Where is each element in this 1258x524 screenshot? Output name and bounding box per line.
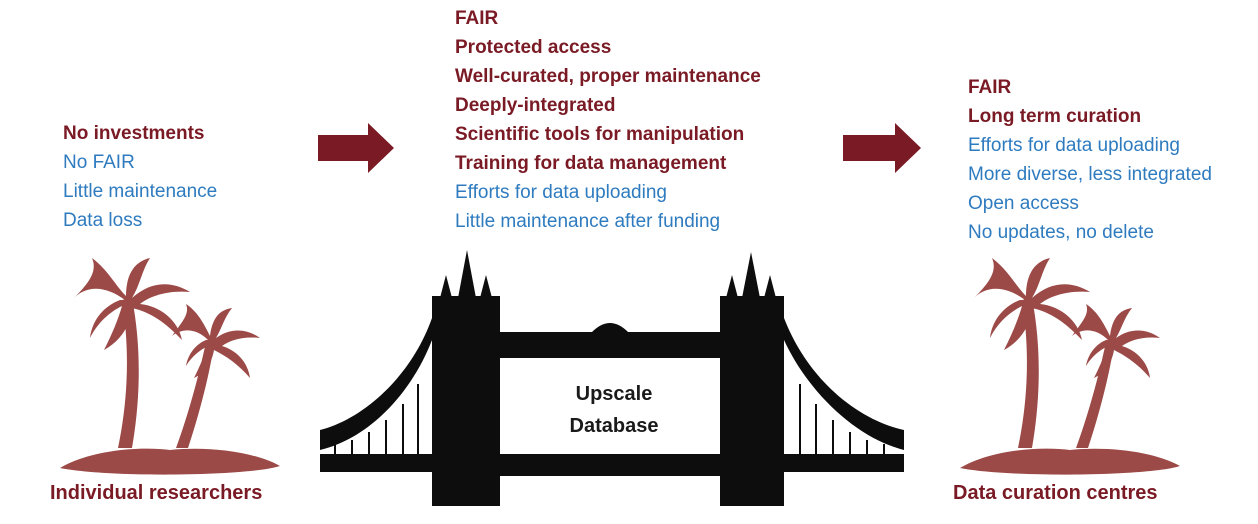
right-list-item: FAIR bbox=[968, 77, 1012, 98]
center-list-item: Well-curated, proper maintenance bbox=[455, 66, 761, 87]
center-list-item: Training for data management bbox=[455, 153, 727, 174]
left-list-item: Data loss bbox=[63, 210, 143, 231]
right-list-item: Efforts for data uploading bbox=[968, 135, 1180, 156]
left-list-item: No FAIR bbox=[63, 152, 135, 173]
right-list-item: More diverse, less integrated bbox=[968, 164, 1212, 185]
right-list-item: No updates, no delete bbox=[968, 222, 1154, 243]
left-list-item: No investments bbox=[63, 123, 205, 144]
center-list-item: Scientific tools for manipulation bbox=[455, 124, 745, 145]
center-list-item: Little maintenance after funding bbox=[455, 211, 721, 232]
individual-researchers-caption: Individual researchers bbox=[50, 482, 263, 504]
right-list-item: Open access bbox=[968, 193, 1079, 214]
right-list-item: Long term curation bbox=[968, 106, 1142, 127]
data-curation-centres-caption: Data curation centres bbox=[953, 482, 1158, 504]
center-list-item: Protected access bbox=[455, 37, 612, 58]
bridge-label-line1: Upscale bbox=[575, 383, 653, 405]
center-list-item: Efforts for data uploading bbox=[455, 182, 667, 203]
left-list-item: Little maintenance bbox=[63, 181, 218, 202]
right-arrow-icon bbox=[318, 123, 394, 173]
center-list-item: FAIR bbox=[455, 8, 499, 29]
bridge-label-line2: Database bbox=[569, 415, 659, 437]
right-arrow-icon bbox=[843, 123, 921, 173]
center-list-item: Deeply-integrated bbox=[455, 95, 616, 116]
